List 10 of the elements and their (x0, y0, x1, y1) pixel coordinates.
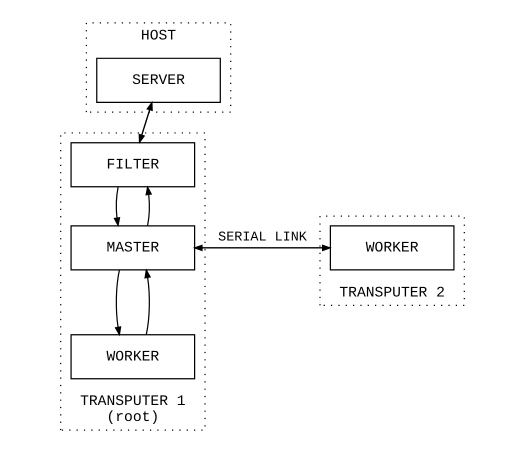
arrow (114, 270, 121, 336)
node-box: SERVER (96, 58, 220, 103)
arrow (112, 187, 120, 228)
arrow (144, 268, 151, 335)
node-box: WORKER (329, 225, 454, 271)
edge-label: SERIAL LINK (218, 230, 306, 246)
node-box: FILTER (70, 142, 195, 188)
node-box: WORKER (70, 334, 195, 380)
arrow (144, 185, 152, 226)
node-box: MASTER (70, 225, 195, 271)
